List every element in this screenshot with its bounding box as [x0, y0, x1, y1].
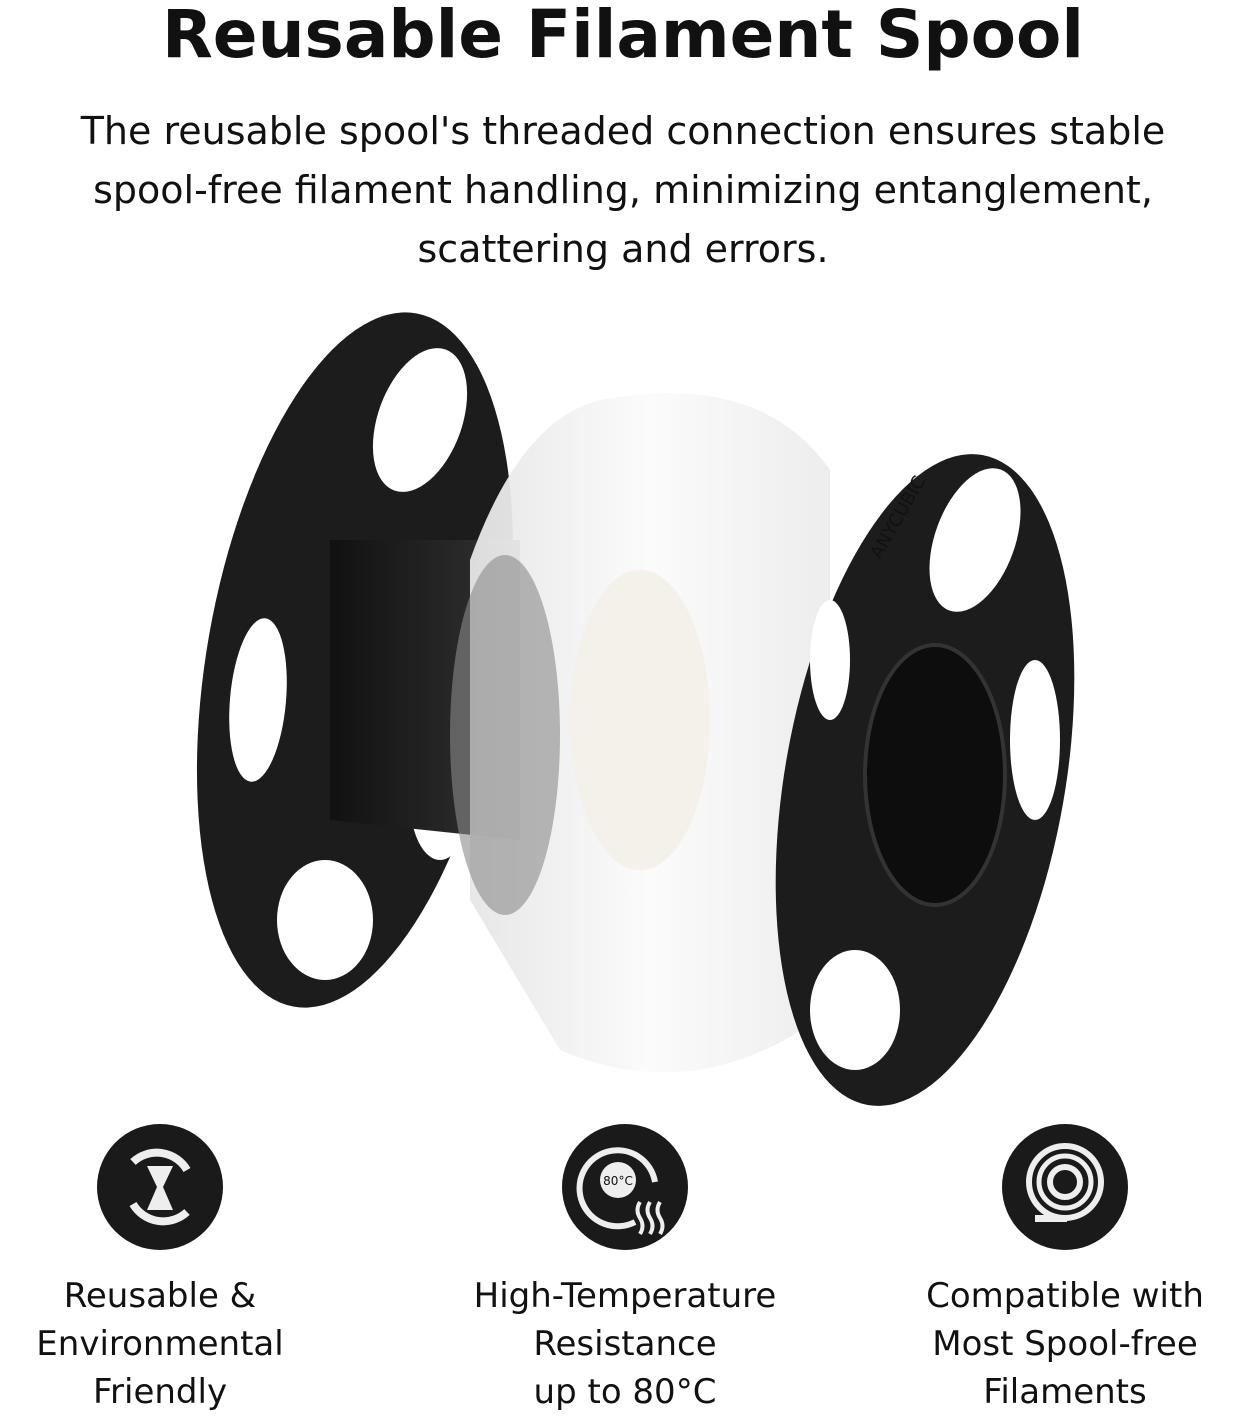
feature-label-line: up to 80°C: [533, 1372, 717, 1412]
temperature-heat-icon: 80°C: [562, 1124, 688, 1250]
feature-reusable: Reusable & Environmental Friendly: [0, 1122, 360, 1416]
feature-temperature: 80°C High-Temperature Resistance up to 8…: [425, 1122, 825, 1416]
page-title: Reusable Filament Spool: [161, 0, 1084, 73]
feature-label-line: Reusable &: [63, 1276, 257, 1316]
feature-label-line: High-Temperature: [473, 1276, 777, 1316]
right-spool-flange: ANYCUBIC: [775, 454, 1075, 1106]
feature-label-line: Environmental: [36, 1324, 284, 1364]
filament-coil: [450, 393, 830, 1073]
feature-label-line: Friendly: [92, 1372, 228, 1412]
recycle-hourglass-icon: [97, 1124, 223, 1250]
filament-coil-icon: [1002, 1124, 1128, 1250]
feature-label-line: Resistance: [533, 1324, 717, 1364]
temperature-badge: 80°C: [603, 1174, 633, 1188]
feature-label-line: Most Spool-free: [932, 1324, 1198, 1364]
subtitle: The reusable spool's threaded connection…: [0, 102, 1246, 279]
feature-compatible: Compatible with Most Spool-free Filament…: [865, 1122, 1246, 1416]
spool-illustration: ANYCUBIC: [196, 312, 1075, 1106]
feature-label-line: Filaments: [983, 1372, 1147, 1412]
subtitle-line: The reusable spool's threaded connection…: [80, 109, 1166, 153]
subtitle-line: scattering and errors.: [417, 227, 829, 271]
feature-label-line: Compatible with: [926, 1276, 1204, 1316]
subtitle-line: spool-free filament handling, minimizing…: [93, 168, 1153, 212]
